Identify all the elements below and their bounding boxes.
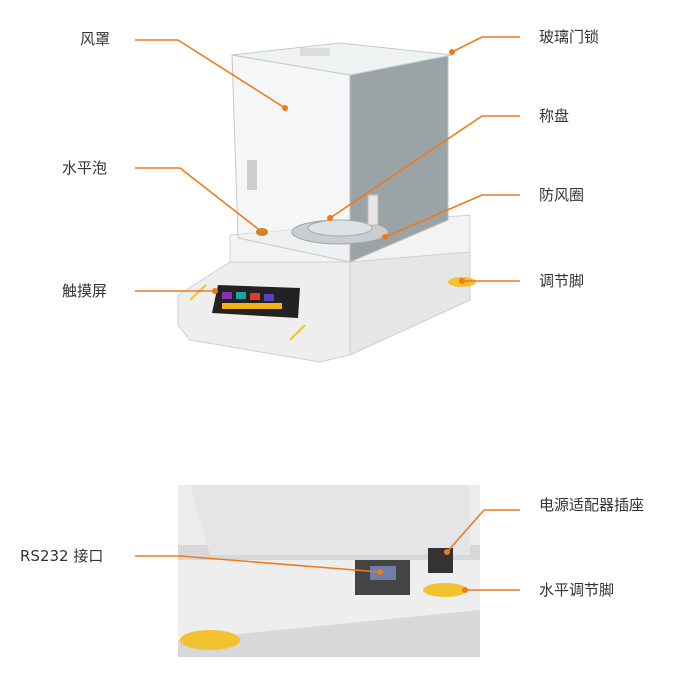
label-power-adapter-socket: 电源适配器插座: [539, 496, 645, 514]
label-rs232-port: RS232 接口: [20, 547, 104, 565]
balance-front-view: [177, 42, 476, 363]
label-adjusting-foot: 调节脚: [539, 272, 585, 290]
label-weighing-pan: 称盘: [539, 107, 570, 125]
label-draft-shield: 风罩: [80, 30, 111, 48]
label-level-bubble: 水平泡: [62, 159, 108, 177]
leader-lines: [135, 36, 520, 591]
label-windproof-ring: 防风圈: [539, 186, 585, 204]
label-leveling-foot: 水平调节脚: [539, 581, 615, 599]
leader-dots: [212, 49, 468, 593]
balance-rear-view: [178, 485, 480, 657]
label-touch-screen: 触摸屏: [62, 282, 108, 300]
label-glass-door-lock: 玻璃门锁: [539, 28, 600, 46]
